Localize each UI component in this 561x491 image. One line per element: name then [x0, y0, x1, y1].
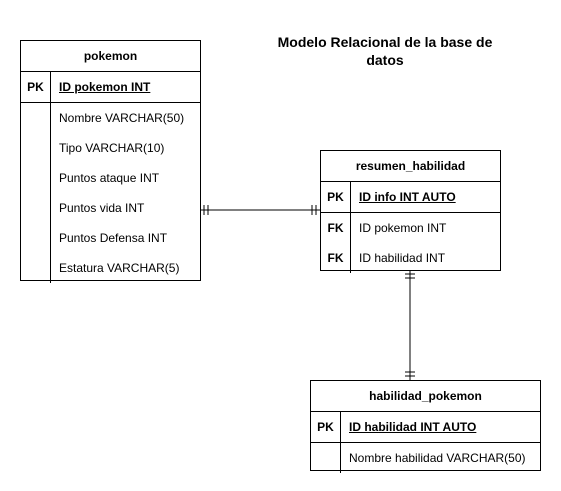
attribute-field: Estatura VARCHAR(5): [59, 261, 180, 275]
pk-field: ID pokemon INT: [59, 80, 151, 94]
attribute-row: Nombre habilidad VARCHAR(50): [311, 443, 540, 473]
attribute-row: Nombre VARCHAR(50): [21, 103, 200, 133]
primary-key-row: PK ID info INT AUTO: [321, 182, 500, 213]
attribute-field: Nombre habilidad VARCHAR(50): [349, 451, 526, 465]
pk-label: PK: [321, 182, 351, 212]
primary-key-row: PK ID habilidad INT AUTO: [311, 412, 540, 443]
attribute-row: Tipo VARCHAR(10): [21, 133, 200, 163]
attribute-row: Puntos vida INT: [21, 193, 200, 223]
fk-field: ID pokemon INT: [359, 221, 447, 235]
diagram-title: Modelo Relacional de la base de datos: [277, 34, 493, 68]
attribute-row: Estatura VARCHAR(5): [21, 253, 200, 283]
empty-key-cell: [311, 443, 341, 473]
foreign-key-row: FK ID pokemon INT: [321, 213, 500, 243]
fk-label: FK: [321, 243, 351, 273]
attribute-field: Puntos Defensa INT: [59, 231, 168, 245]
attribute-field: Puntos vida INT: [59, 201, 145, 215]
fk-label: FK: [321, 213, 351, 243]
column-divider: [50, 103, 51, 283]
pk-label: PK: [21, 72, 51, 102]
fk-field: ID habilidad INT: [359, 251, 446, 265]
foreign-key-row: FK ID habilidad INT: [321, 243, 500, 273]
pk-field: ID info INT AUTO: [359, 190, 456, 204]
entity-habilidad-pokemon[interactable]: habilidad_pokemon PK ID habilidad INT AU…: [310, 380, 541, 473]
attribute-row: Puntos Defensa INT: [21, 223, 200, 253]
primary-key-row: PK ID pokemon INT: [21, 72, 200, 103]
attribute-row: Puntos ataque INT: [21, 163, 200, 193]
attribute-field: Puntos ataque INT: [59, 171, 160, 185]
entity-pokemon[interactable]: pokemon PK ID pokemon INT Nombre VARCHAR…: [20, 40, 201, 283]
pk-field: ID habilidad INT AUTO: [349, 420, 477, 434]
entity-resumen-habilidad-name: resumen_habilidad: [321, 151, 500, 182]
attribute-field: Nombre VARCHAR(50): [59, 111, 185, 125]
entity-resumen-habilidad[interactable]: resumen_habilidad PK ID info INT AUTO FK…: [320, 150, 501, 273]
entity-habilidad-pokemon-name: habilidad_pokemon: [311, 381, 540, 412]
pk-label: PK: [311, 412, 341, 442]
entity-pokemon-name: pokemon: [21, 41, 200, 72]
attribute-field: Tipo VARCHAR(10): [59, 141, 165, 155]
attribute-list: Nombre VARCHAR(50) Tipo VARCHAR(10) Punt…: [21, 103, 200, 283]
